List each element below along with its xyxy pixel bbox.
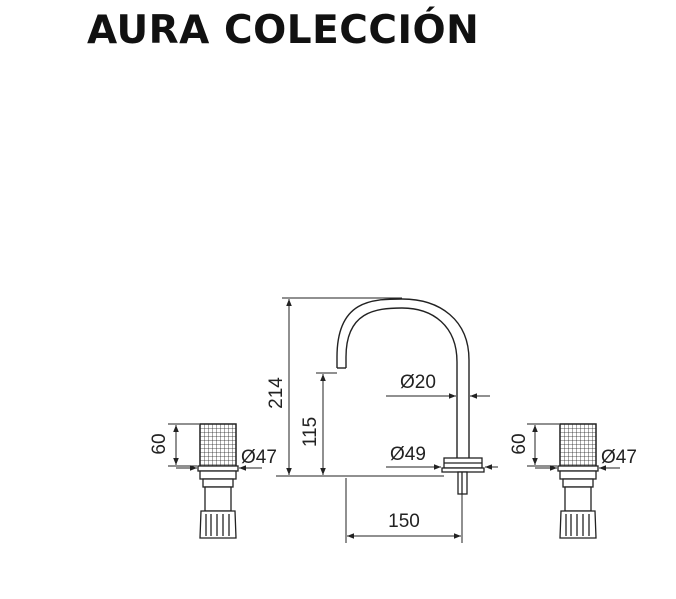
right-handle [557,423,599,539]
spout [336,298,470,458]
dim-right-handle-diameter: Ø47 [601,447,637,468]
dim-base-diameter: Ø49 [390,444,426,465]
dim-spout-height: 115 [300,417,321,447]
dimension-lines [168,297,620,543]
dim-spout-diameter: Ø20 [400,372,436,393]
dim-left-handle-height: 60 [149,433,170,454]
page-title: AURA COLECCIÓN [87,8,480,53]
dim-total-height: 214 [266,377,287,409]
dim-left-handle-diameter: Ø47 [241,447,277,468]
spout-base [441,457,485,495]
dim-spout-reach: 150 [388,511,420,532]
left-handle [197,423,239,539]
dim-right-handle-height: 60 [509,433,530,454]
